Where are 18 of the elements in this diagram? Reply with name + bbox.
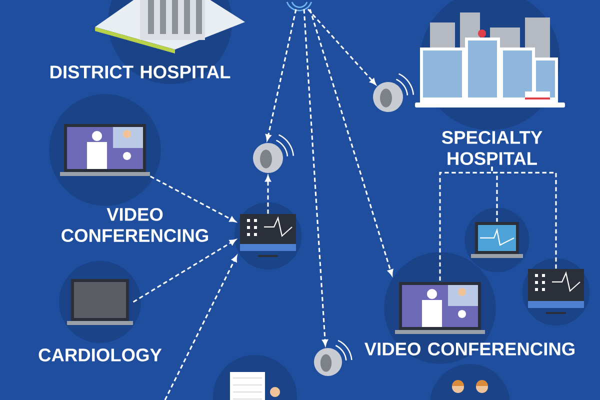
monitor-drawing <box>522 258 590 326</box>
arrow <box>309 9 394 276</box>
arrow <box>303 9 328 346</box>
heading: VIDEO CONFERENCING <box>62 208 208 242</box>
pharmacy-drawing <box>213 354 298 400</box>
satellite-drawing <box>286 2 312 12</box>
laptop-drawing <box>464 208 530 272</box>
monitor-drawing <box>234 202 302 270</box>
arrow <box>265 175 271 214</box>
arrow <box>266 9 297 141</box>
heading: SPECIALTY HOSPITAL <box>442 130 542 165</box>
heading: CARDIOLOGY <box>38 348 162 362</box>
heading: VIDEO CONFERENCING <box>364 342 574 356</box>
arrow <box>132 239 236 303</box>
arrow <box>150 176 236 222</box>
people-drawing <box>430 364 510 400</box>
arrow <box>307 8 376 85</box>
arrow <box>164 255 238 400</box>
